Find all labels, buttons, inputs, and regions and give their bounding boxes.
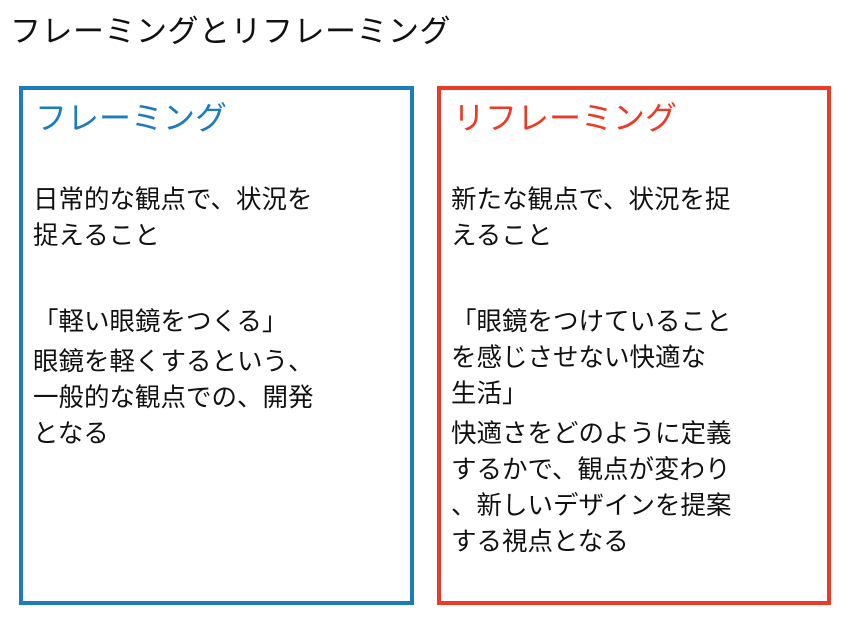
framing-example-explanation: 眼鏡を軽くするという、 一般的な観点での、開発 となる	[33, 344, 378, 452]
reframing-heading: リフレーミング	[453, 99, 678, 137]
reframing-quote-line: を感じさせない快適な	[451, 343, 707, 373]
framing-definition-line: 日常的な観点で、状況を	[33, 185, 313, 215]
reframing-explanation-line: 快適さをどのように定義	[451, 419, 732, 449]
reframing-definition: 新たな観点で、状況を捉 えること	[451, 182, 796, 254]
reframing-definition-line: えること	[451, 221, 553, 251]
reframing-explanation-line: 、新しいデザインを提案	[451, 491, 732, 521]
reframing-panel: リフレーミング 新たな観点で、状況を捉 えること 「眼鏡をつけていること を感じ…	[437, 86, 831, 605]
framing-explanation-line: となる	[33, 419, 109, 449]
reframing-definition-line: 新たな観点で、状況を捉	[451, 185, 731, 215]
reframing-quote-line: 「眼鏡をつけていること	[451, 307, 732, 337]
framing-heading: フレーミング	[35, 99, 228, 137]
reframing-quote-line: 生活」	[451, 379, 528, 409]
reframing-example-explanation: 快適さをどのように定義 するかで、観点が変わり 、新しいデザインを提案 する視点…	[451, 416, 796, 560]
reframing-explanation-line: するかで、観点が変わり	[451, 455, 731, 485]
reframing-explanation-line: する視点となる	[451, 527, 629, 557]
framing-panel: フレーミング 日常的な観点で、状況を 捉えること 「軽い眼鏡をつくる」 眼鏡を軽…	[19, 86, 414, 605]
slide-title: フレーミングとリフレーミング	[10, 14, 451, 50]
framing-example-quote: 「軽い眼鏡をつくる」	[33, 304, 378, 340]
framing-explanation-line: 眼鏡を軽くするという、	[33, 347, 314, 377]
framing-quote-line: 「軽い眼鏡をつくる」	[33, 307, 288, 337]
reframing-example-quote: 「眼鏡をつけていること を感じさせない快適な 生活」	[451, 304, 796, 412]
framing-definition-line: 捉えること	[33, 221, 160, 251]
framing-explanation-line: 一般的な観点での、開発	[33, 383, 314, 413]
framing-definition: 日常的な観点で、状況を 捉えること	[33, 182, 378, 254]
